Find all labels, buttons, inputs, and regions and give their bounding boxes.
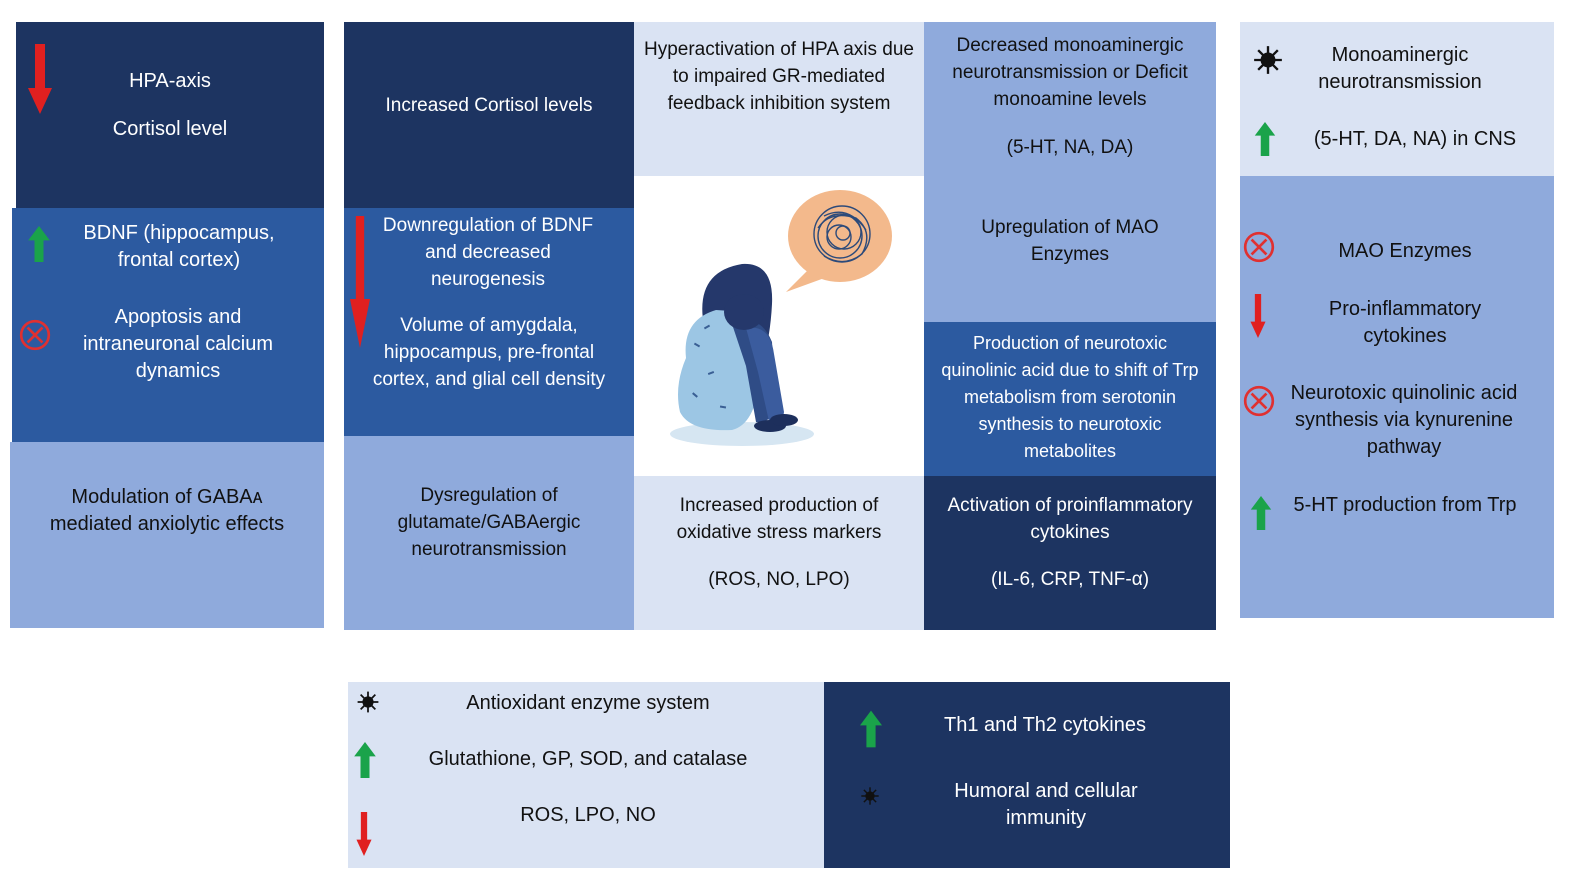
immunity-box: Th1 and Th2 cytokines Humoral and cellul… bbox=[824, 682, 1230, 868]
thought-bubble-icon bbox=[788, 190, 892, 282]
quinolinic-acid-production-label: Production of neurotoxic quinolinic acid… bbox=[941, 333, 1199, 461]
gaba-modulation-label: Modulation of GABAᴀ mediated anxiolytic … bbox=[49, 486, 285, 535]
asterisk-burst-icon bbox=[860, 786, 880, 806]
increased-cortisol-label: Increased Cortisol levels bbox=[385, 95, 593, 116]
quinolinic-synthesis-label: Neurotoxic quinolinic acid synthesis via… bbox=[1290, 382, 1518, 458]
col2-middle-box: Downregulation of BDNF and decreased neu… bbox=[344, 208, 634, 436]
antioxidant-enzyme-system-label: Antioxidant enzyme system bbox=[466, 692, 710, 714]
humoral-cellular-immunity-label: Humoral and cellular immunity bbox=[954, 780, 1138, 829]
red-down-arrow-icon bbox=[28, 44, 52, 114]
monoamine-cns-label: (5-HT, DA, NA) in CNS bbox=[1313, 128, 1517, 150]
col2-bottom-box: Dysregulation of glutamate/GABAergic neu… bbox=[344, 436, 634, 630]
red-down-arrow-icon bbox=[1248, 294, 1268, 338]
col4-mao-box: Upregulation of MAO Enzymes bbox=[924, 176, 1216, 322]
antioxidant-box: Antioxidant enzyme system Glutathione, G… bbox=[348, 682, 824, 868]
circled-x-icon bbox=[1242, 384, 1276, 418]
cortisol-level-label: Cortisol level bbox=[112, 118, 228, 140]
glutathione-label: Glutathione, GP, SOD, and catalase bbox=[428, 748, 748, 770]
green-up-arrow-icon bbox=[354, 742, 376, 778]
cytokine-list-label: (IL-6, CRP, TNF-α) bbox=[990, 569, 1150, 590]
green-up-arrow-icon bbox=[1250, 496, 1272, 530]
asterisk-burst-icon bbox=[1252, 44, 1284, 76]
apoptosis-label: Apoptosis and intraneuronal calcium dyna… bbox=[82, 306, 274, 382]
col3-bottom-box: Increased production of oxidative stress… bbox=[634, 476, 924, 630]
monoaminergic-neurotransmission-label: Monoaminergic neurotransmission bbox=[1318, 44, 1482, 93]
green-up-arrow-icon bbox=[860, 710, 882, 748]
th1-th2-cytokines-label: Th1 and Th2 cytokines bbox=[944, 714, 1146, 736]
circled-x-icon bbox=[1242, 230, 1276, 264]
red-down-arrow-icon bbox=[354, 812, 374, 856]
decreased-monoamine-label: Decreased monoaminergic neurotransmissio… bbox=[952, 35, 1188, 110]
bdnf-downregulation-label: Downregulation of BDNF and decreased neu… bbox=[382, 215, 594, 290]
col5-bottom-box: MAO Enzymes Pro-inflammatory cytokines N… bbox=[1240, 176, 1554, 618]
col2-top-box: Increased Cortisol levels bbox=[344, 22, 634, 208]
col4-top-box: Decreased monoaminergic neurotransmissio… bbox=[924, 22, 1216, 176]
proinflammatory-activation-label: Activation of proinflammatory cytokines bbox=[947, 495, 1193, 543]
bdnf-hippocampus-label: BDNF (hippocampus, frontal cortex) bbox=[83, 222, 275, 271]
mao-upregulation-label: Upregulation of MAO Enzymes bbox=[981, 217, 1159, 265]
hpa-axis-label: HPA-axis bbox=[129, 70, 211, 92]
green-up-arrow-icon bbox=[28, 226, 50, 262]
serotonin-production-label: 5-HT production from Trp bbox=[1293, 494, 1517, 516]
circled-x-icon bbox=[18, 318, 52, 352]
oxidative-stress-label: Increased production of oxidative stress… bbox=[676, 495, 882, 543]
scribble-icon bbox=[813, 205, 871, 263]
glutamate-dysregulation-label: Dysregulation of glutamate/GABAergic neu… bbox=[397, 485, 581, 560]
col1-bottom-box: Modulation of GABAᴀ mediated anxiolytic … bbox=[10, 442, 324, 628]
ros-no-lpo-markers-label: (ROS, NO, LPO) bbox=[708, 569, 850, 590]
monoamine-list-label: (5-HT, NA, DA) bbox=[1006, 137, 1134, 158]
hpa-hyperactivation-label: Hyperactivation of HPA axis due to impai… bbox=[643, 39, 914, 114]
col1-top-box: HPA-axis Cortisol level bbox=[16, 22, 324, 208]
col5-top-box: Monoaminergic neurotransmission (5-HT, D… bbox=[1240, 22, 1554, 176]
depressed-person-image bbox=[670, 190, 892, 446]
ros-lpo-no-label: ROS, LPO, NO bbox=[520, 804, 656, 826]
pro-inflammatory-cytokines-label: Pro-inflammatory cytokines bbox=[1328, 298, 1482, 347]
col3-top-box: Hyperactivation of HPA axis due to impai… bbox=[634, 22, 924, 176]
mao-enzymes-label: MAO Enzymes bbox=[1338, 240, 1472, 262]
green-up-arrow-icon bbox=[1254, 122, 1276, 156]
col4-bottom-box: Activation of proinflammatory cytokines … bbox=[924, 476, 1216, 630]
depressed-person-illustration bbox=[634, 176, 924, 476]
brain-volume-label: Volume of amygdala, hippocampus, pre-fro… bbox=[372, 315, 606, 390]
asterisk-burst-icon bbox=[356, 690, 380, 714]
col4-quinolinic-box: Production of neurotoxic quinolinic acid… bbox=[924, 322, 1216, 476]
col1-middle-box: BDNF (hippocampus, frontal cortex) Apopt… bbox=[12, 208, 324, 442]
